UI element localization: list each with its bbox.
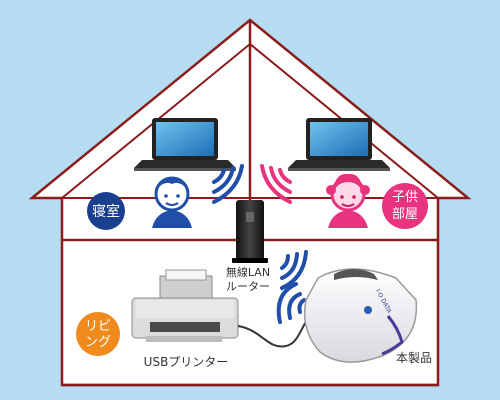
kids-room-label-line2: 部屋 xyxy=(392,207,418,222)
router-icon xyxy=(232,200,268,263)
printer-icon xyxy=(131,269,239,342)
bedroom-badge xyxy=(87,192,125,230)
wifi-icon-bedroom xyxy=(212,164,244,204)
router-label-line1: 無線LAN xyxy=(226,265,270,279)
kids-room-label-line1: 子供 xyxy=(392,190,418,205)
kids-room-badge xyxy=(382,183,428,229)
product-label: 本製品 xyxy=(396,351,432,365)
living-label-line1: リビ xyxy=(85,319,111,334)
router-label-line2: ルーター xyxy=(226,280,270,293)
wifi-icon-product xyxy=(276,282,306,324)
printer-label: USBプリンター xyxy=(144,355,229,369)
laptop-icon-bedroom xyxy=(134,118,236,171)
girl-icon xyxy=(326,173,370,228)
boy-icon xyxy=(152,176,192,228)
wifi-icon-router xyxy=(280,250,308,290)
wifi-icon-kids-room xyxy=(260,164,292,204)
living-badge xyxy=(76,312,120,356)
living-label-line2: ング xyxy=(85,335,111,350)
laptop-icon-kids-room xyxy=(288,118,390,171)
product-device-icon xyxy=(303,268,418,363)
bedroom-label: 寝室 xyxy=(92,203,120,220)
